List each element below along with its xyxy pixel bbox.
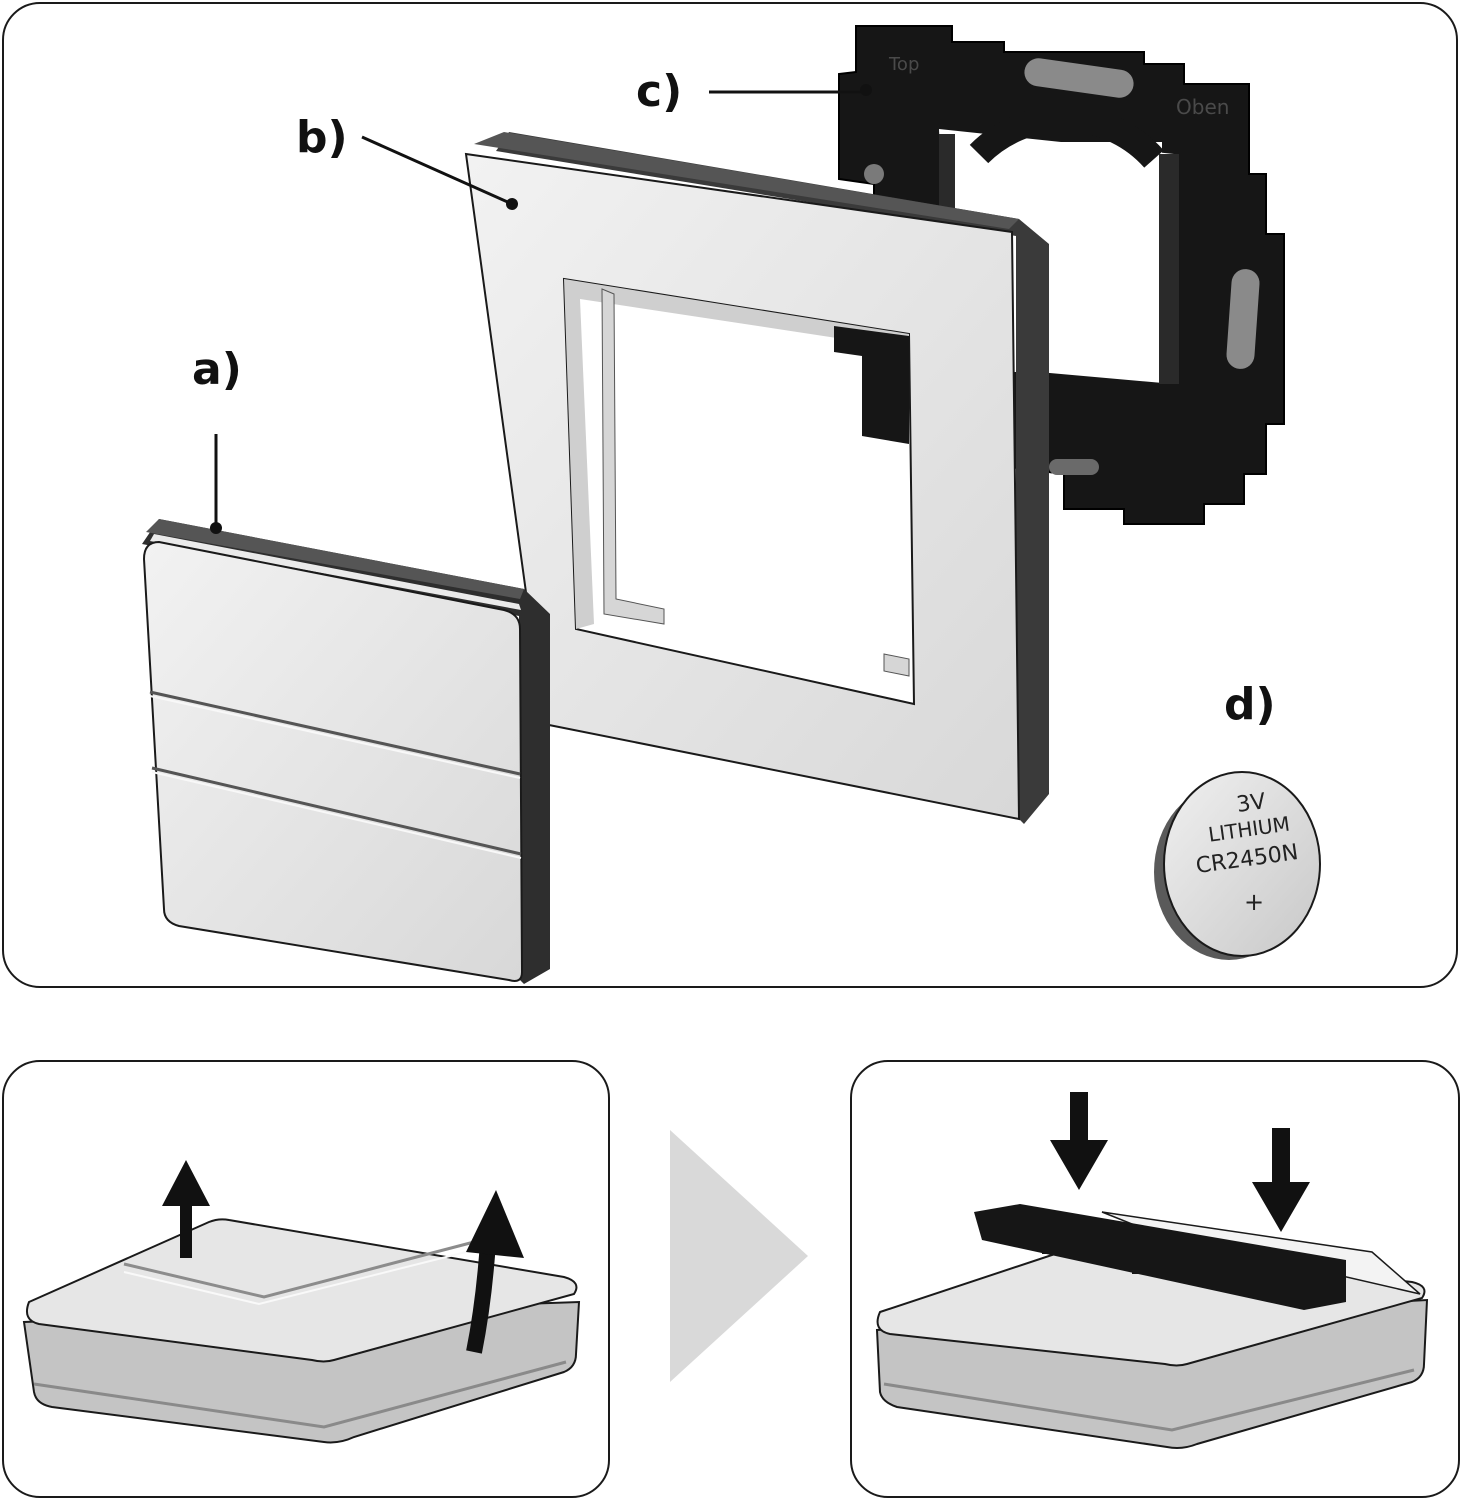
press-arrow-left-icon <box>1050 1092 1108 1190</box>
exploded-view-illustration: Top Oben <box>142 25 1321 984</box>
plate-mark-top: Top <box>888 54 919 75</box>
leader-line-b <box>361 135 513 206</box>
rocker-switch <box>142 434 550 984</box>
cover-frame <box>361 132 1049 824</box>
insert-battery-illustration <box>875 1092 1429 1449</box>
lift-arrow-icon <box>162 1160 210 1258</box>
label-a: a) <box>192 344 242 395</box>
battery-polarity: + <box>1244 888 1264 916</box>
overview-panel: Top Oben <box>2 2 1458 988</box>
step-arrow-icon <box>670 1130 808 1382</box>
battery-voltage: 3V <box>1235 789 1267 818</box>
label-c: c) <box>636 66 683 117</box>
step-remove-rockers-panel <box>2 1060 610 1498</box>
coin-battery: 3V LITHIUM CR2450N + <box>1154 771 1321 960</box>
label-b: b) <box>296 112 348 163</box>
press-arrow-right-icon <box>1252 1128 1310 1232</box>
label-d: d) <box>1224 679 1276 730</box>
curved-lift-arrow-icon <box>466 1190 524 1258</box>
remove-rockers-illustration <box>22 1160 581 1444</box>
battery-cover <box>974 1204 1346 1310</box>
step-insert-battery-panel <box>850 1060 1460 1498</box>
plate-mark-oben: Oben <box>1176 95 1229 119</box>
